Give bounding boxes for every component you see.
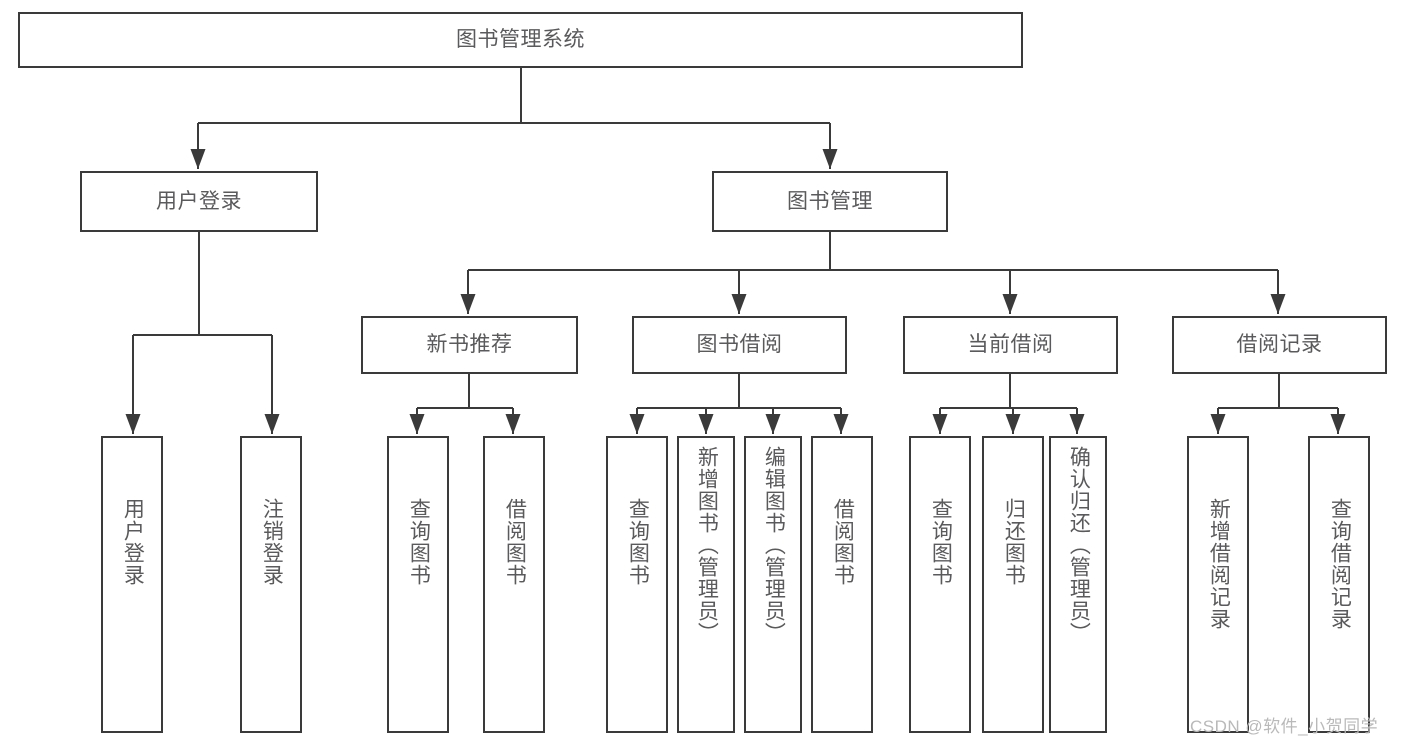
current-borrow-fanout-arrow-0 xyxy=(932,414,948,434)
node-leaf-9: 查询图书 xyxy=(909,436,971,733)
node-leaf-8: 借阅图书 xyxy=(811,436,873,733)
book-admin-fanout-arrow-2 xyxy=(1002,294,1018,314)
node-label: 用户登录 xyxy=(121,498,145,586)
watermark: CSDN @软件_小贺同学 xyxy=(1190,717,1379,736)
node-label: 借阅图书 xyxy=(503,498,527,586)
node-leaf-10: 归还图书 xyxy=(982,436,1044,733)
new-book-fanout-arrow-1 xyxy=(505,414,521,434)
borrow-book-fanout-arrow-3 xyxy=(833,414,849,434)
borrow-record-fanout-arrow-0 xyxy=(1210,414,1226,434)
borrow-book-fanout-arrow-1 xyxy=(698,414,714,434)
root-fanout-arrow-0 xyxy=(190,149,206,169)
node-label: 新增图书（管理员） xyxy=(695,446,719,644)
node-leaf-6: 新增图书（管理员） xyxy=(677,436,735,733)
node-level2-a: 新书推荐 xyxy=(361,316,578,374)
node-label: 查询图书 xyxy=(407,498,431,586)
node-label: 确认归还（管理员） xyxy=(1067,446,1091,644)
node-root: 图书管理系统 xyxy=(18,12,1023,68)
book-admin-fanout-arrow-3 xyxy=(1270,294,1286,314)
book-admin-fanout-arrow-1 xyxy=(731,294,747,314)
user-login-fanout-arrow-0 xyxy=(125,414,141,434)
current-borrow-fanout-arrow-2 xyxy=(1069,414,1085,434)
node-label: 查询图书 xyxy=(929,498,953,586)
node-label: 新增借阅记录 xyxy=(1207,498,1231,630)
node-leaf-3: 查询图书 xyxy=(387,436,449,733)
node-level2-c: 当前借阅 xyxy=(903,316,1118,374)
new-book-fanout-arrow-0 xyxy=(409,414,425,434)
node-label: 查询图书 xyxy=(626,498,650,586)
node-label: 编辑图书（管理员） xyxy=(762,446,786,644)
node-label: 注销登录 xyxy=(260,498,284,586)
node-leaf-13: 查询借阅记录 xyxy=(1308,436,1370,733)
node-level2-b: 图书借阅 xyxy=(632,316,847,374)
node-label: 归还图书 xyxy=(1002,498,1026,586)
user-login-fanout-arrow-1 xyxy=(264,414,280,434)
node-leaf-4: 借阅图书 xyxy=(483,436,545,733)
current-borrow-fanout-arrow-1 xyxy=(1005,414,1021,434)
node-label: 图书管理系统 xyxy=(456,28,585,52)
node-label: 用户登录 xyxy=(156,189,242,213)
node-leaf-7: 编辑图书（管理员） xyxy=(744,436,802,733)
borrow-record-fanout-arrow-1 xyxy=(1330,414,1346,434)
book-admin-fanout-arrow-0 xyxy=(460,294,476,314)
node-label: 借阅记录 xyxy=(1236,333,1323,357)
node-label: 图书借阅 xyxy=(696,333,783,357)
node-level1-a: 用户登录 xyxy=(80,171,318,232)
node-leaf-5: 查询图书 xyxy=(606,436,668,733)
root-fanout-arrow-1 xyxy=(822,149,838,169)
node-leaf-1: 用户登录 xyxy=(101,436,163,733)
node-level1-b: 图书管理 xyxy=(712,171,948,232)
borrow-book-fanout-arrow-2 xyxy=(765,414,781,434)
borrow-book-fanout-arrow-0 xyxy=(629,414,645,434)
node-level2-d: 借阅记录 xyxy=(1172,316,1387,374)
node-label: 借阅图书 xyxy=(831,498,855,586)
node-label: 图书管理 xyxy=(787,189,873,213)
node-leaf-2: 注销登录 xyxy=(240,436,302,733)
node-leaf-11: 确认归还（管理员） xyxy=(1049,436,1107,733)
node-label: 当前借阅 xyxy=(967,333,1054,357)
node-label: 新书推荐 xyxy=(426,333,513,357)
node-leaf-12: 新增借阅记录 xyxy=(1187,436,1249,733)
node-label: 查询借阅记录 xyxy=(1328,498,1352,630)
